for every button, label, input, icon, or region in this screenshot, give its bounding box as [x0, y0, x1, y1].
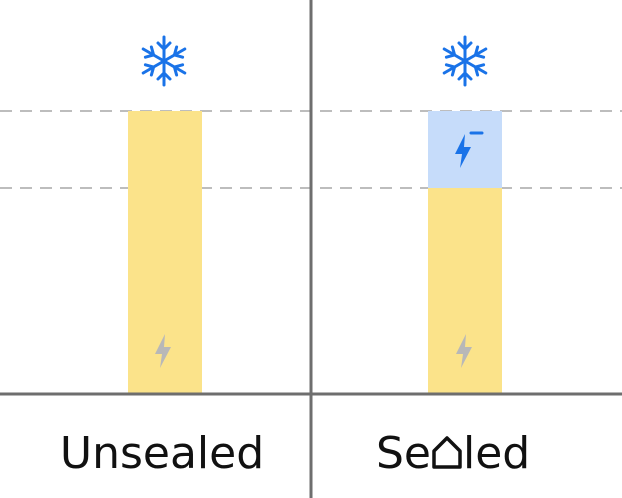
lightning-minus-icon [455, 131, 484, 168]
energy-bar-unsealed [128, 111, 202, 394]
snowflake-icon [141, 35, 187, 87]
label-sealed-start: Se [376, 428, 431, 479]
house-icon [432, 436, 462, 469]
snowflake-icon [442, 35, 488, 87]
lightning-icon [155, 334, 171, 368]
panel-unsealed [128, 35, 202, 394]
label-unsealed: Unsealed [60, 428, 264, 479]
panel-sealed [428, 35, 502, 394]
energy-bar-sealed [428, 188, 502, 394]
label-sealed-end: led [463, 428, 530, 479]
lightning-icon [456, 334, 472, 368]
